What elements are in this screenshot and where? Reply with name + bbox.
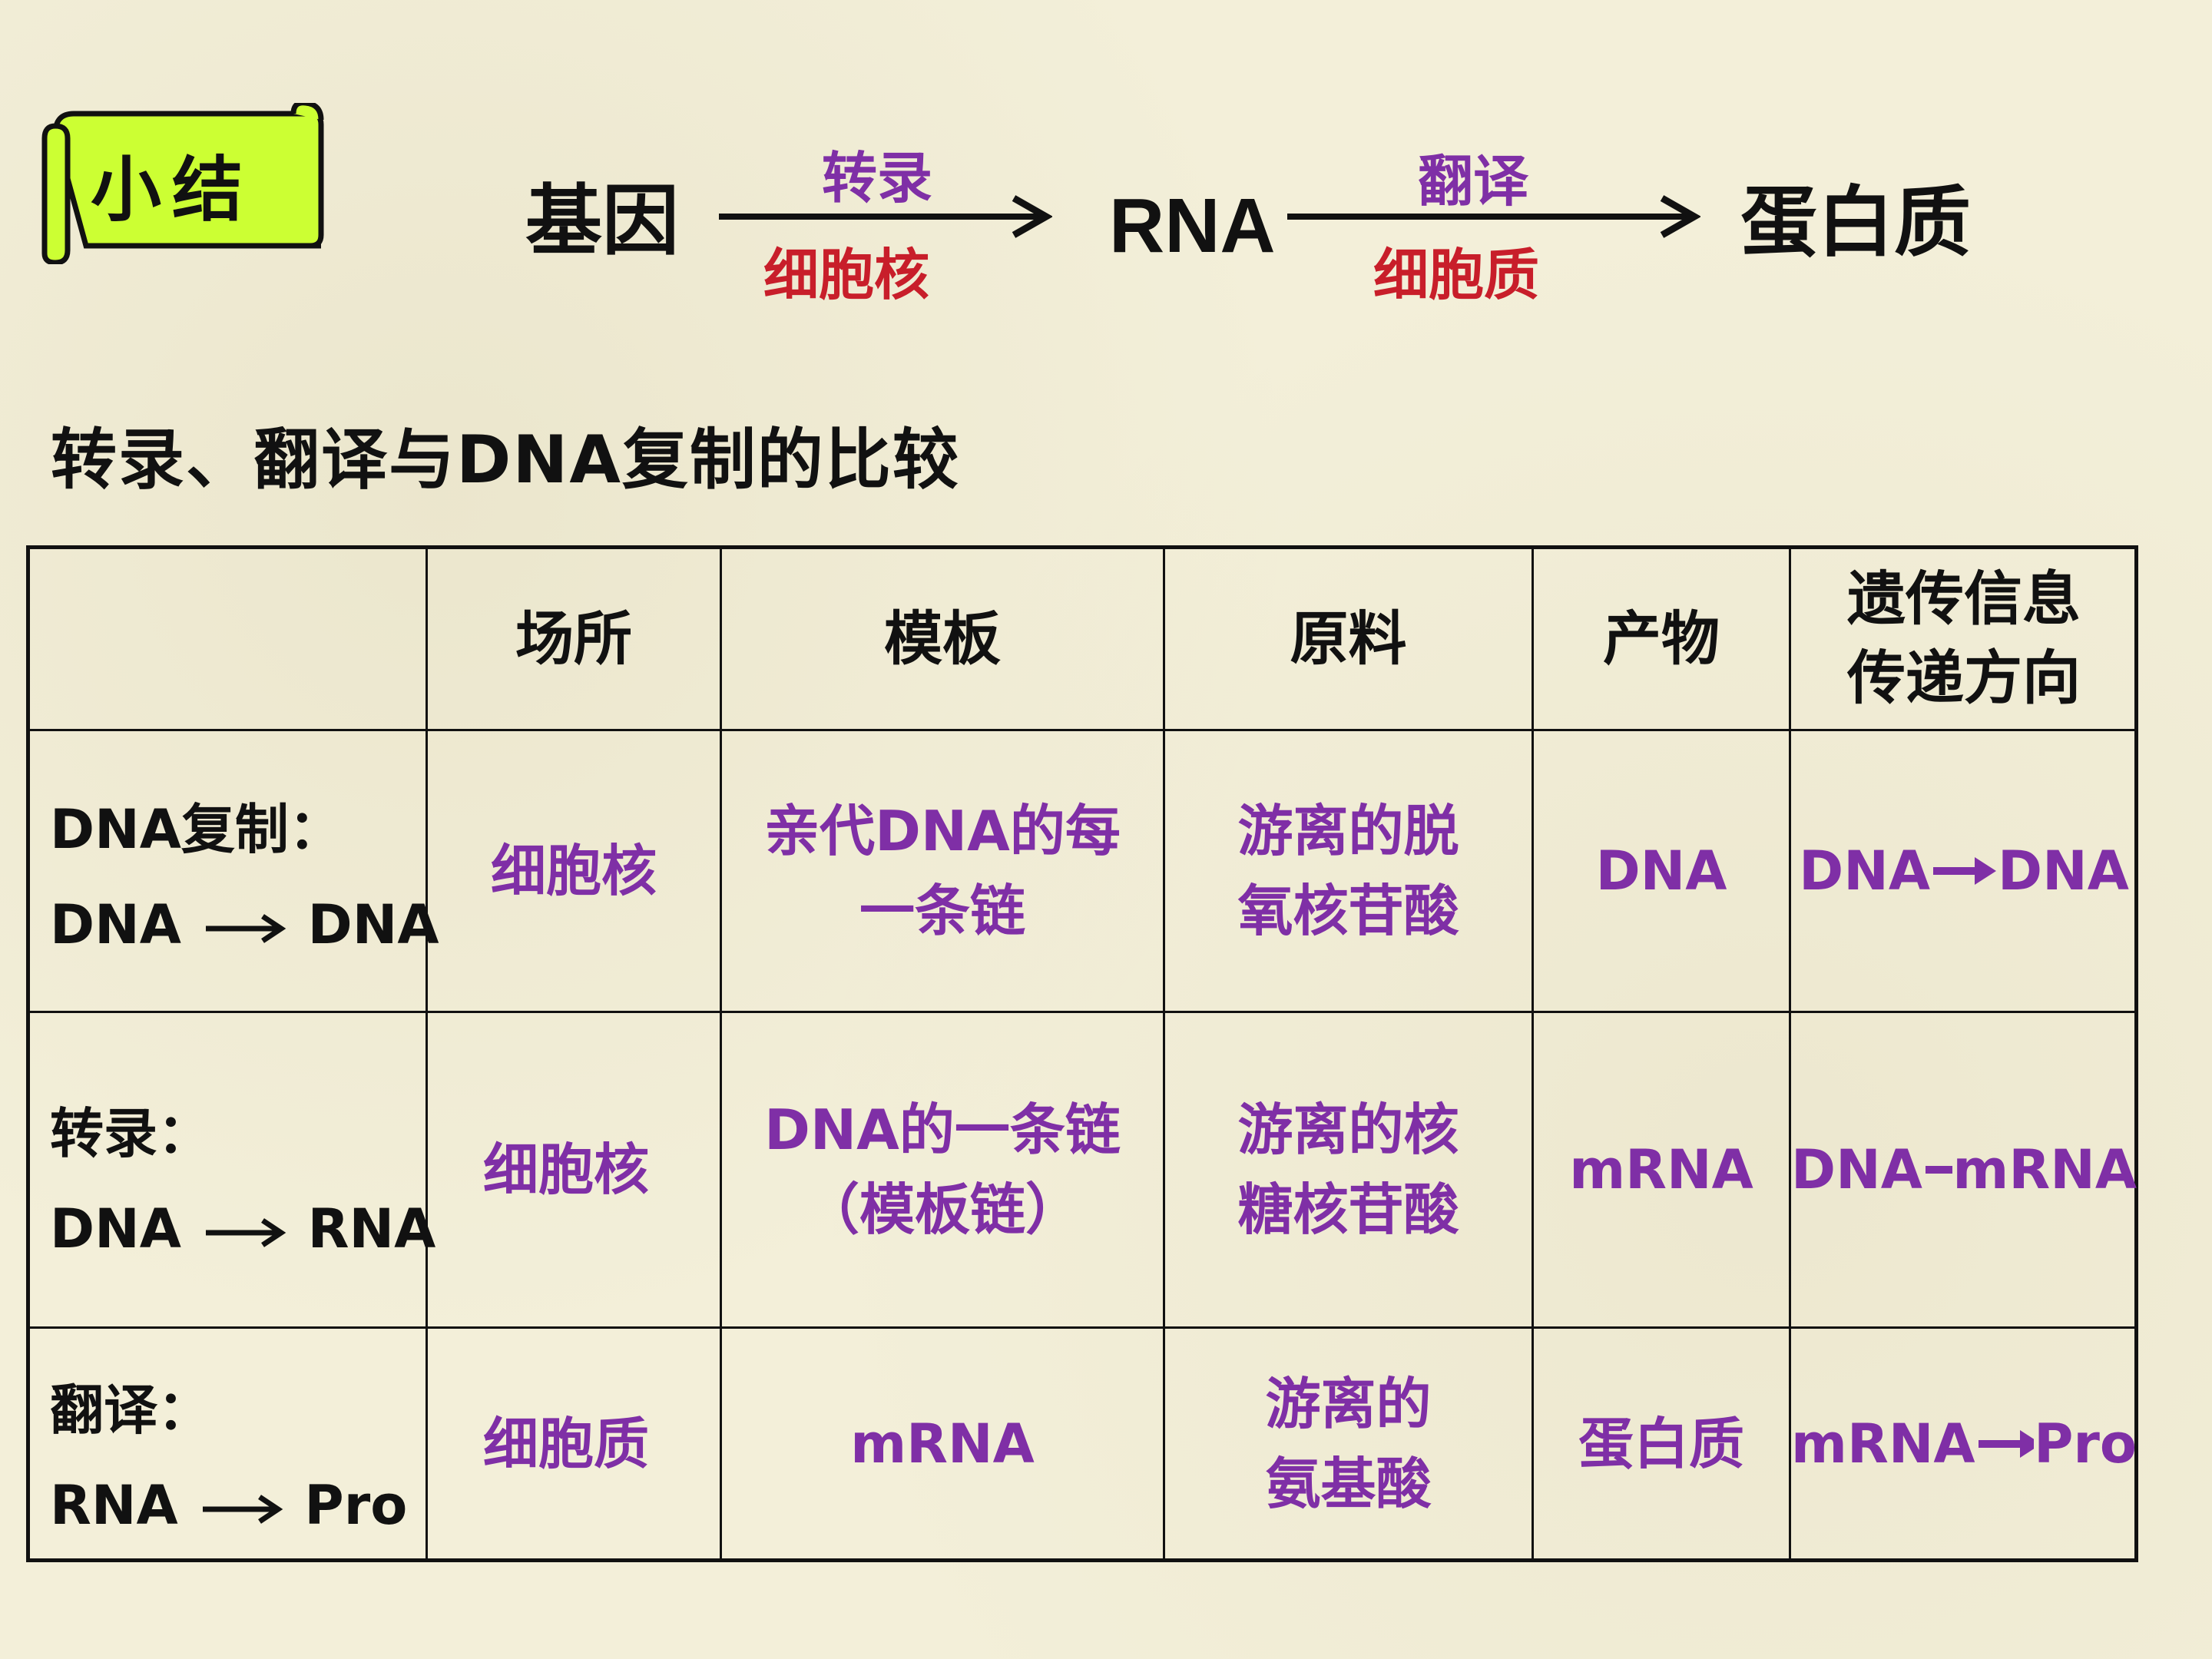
row-process: RNA Pro: [50, 1474, 408, 1537]
arrow-right-icon: [203, 1495, 283, 1524]
header-direction: 遗传信息 传递方向: [1791, 549, 2137, 729]
row-transcription-direction: DNA mRNA: [1791, 1138, 2137, 1201]
flow-arrow-2-icon: [1287, 195, 1700, 238]
row-replication-location: 细胞核: [490, 838, 657, 903]
row-translation-direction: mRNA Pro: [1791, 1412, 2137, 1475]
header-product: 产物: [1603, 604, 1720, 673]
row-process: DNA RNA: [50, 1197, 436, 1260]
comparison-title: 转录、翻译与DNA复制的比较: [51, 422, 960, 498]
flow-gene: 基因: [525, 176, 679, 266]
row-transcription-material: 游离的核 糖核苷酸: [1237, 1097, 1459, 1242]
header-direction-line1: 遗传信息: [1847, 565, 2081, 634]
arrow-right-icon: [1933, 857, 1996, 885]
row-transcription-label: 转录： DNA RNA: [50, 1107, 435, 1256]
header-location: 场所: [515, 604, 632, 673]
row-label-text: 翻译：: [50, 1379, 211, 1442]
arrow-right-icon: [206, 914, 286, 943]
flow-protein: 蛋白质: [1740, 177, 1971, 267]
arrow-right-icon: [1978, 1430, 2035, 1458]
comparison-table: 场所 模板 原料 产物 遗传信息 传递方向 DNA复制： DNA DNA 细胞核…: [26, 545, 2138, 1562]
row-replication-material: 游离的脱 氧核苷酸: [1237, 798, 1459, 943]
header-direction-line2: 传递方向: [1847, 644, 2081, 712]
flow-rna: RNA: [1109, 183, 1276, 269]
summary-badge-label: 小结: [91, 149, 254, 231]
arrow-right-icon: [206, 1218, 286, 1247]
header-material: 原料: [1290, 604, 1407, 673]
row-translation-product: 蛋白质: [1578, 1411, 1744, 1476]
row-translation-label: 翻译： RNA Pro: [50, 1383, 407, 1532]
row-translation-location: 细胞质: [482, 1411, 649, 1476]
row-translation-template: mRNA: [850, 1412, 1035, 1475]
row-transcription-template: DNA的一条链 （模板链）: [764, 1097, 1121, 1242]
flow-arrow-1-icon: [719, 195, 1052, 238]
row-label-text: 转录：: [50, 1102, 211, 1165]
row-replication-direction: DNA DNA: [1799, 839, 2129, 902]
row-process: DNA DNA: [50, 893, 439, 956]
flow-translation-label: 翻译: [1418, 149, 1529, 214]
row-replication-product: DNA: [1595, 839, 1727, 902]
flow-nucleus-label: 细胞核: [763, 243, 930, 307]
row-transcription-product: mRNA: [1569, 1138, 1753, 1201]
scroll-badge-icon: [41, 103, 324, 264]
flow-cytoplasm-label: 细胞质: [1373, 243, 1540, 307]
row-label-text: DNA复制：: [50, 798, 343, 861]
row-translation-material: 游离的 氨基酸: [1265, 1371, 1432, 1516]
row-replication-template: 亲代DNA的每 一条链: [764, 798, 1121, 943]
row-transcription-location: 细胞核: [482, 1137, 649, 1202]
flow-transcription-label: 转录: [822, 146, 933, 210]
header-template: 模板: [884, 604, 1001, 673]
arrow-right-icon: [1925, 1166, 1953, 1174]
row-replication-label: DNA复制： DNA DNA: [50, 803, 439, 952]
